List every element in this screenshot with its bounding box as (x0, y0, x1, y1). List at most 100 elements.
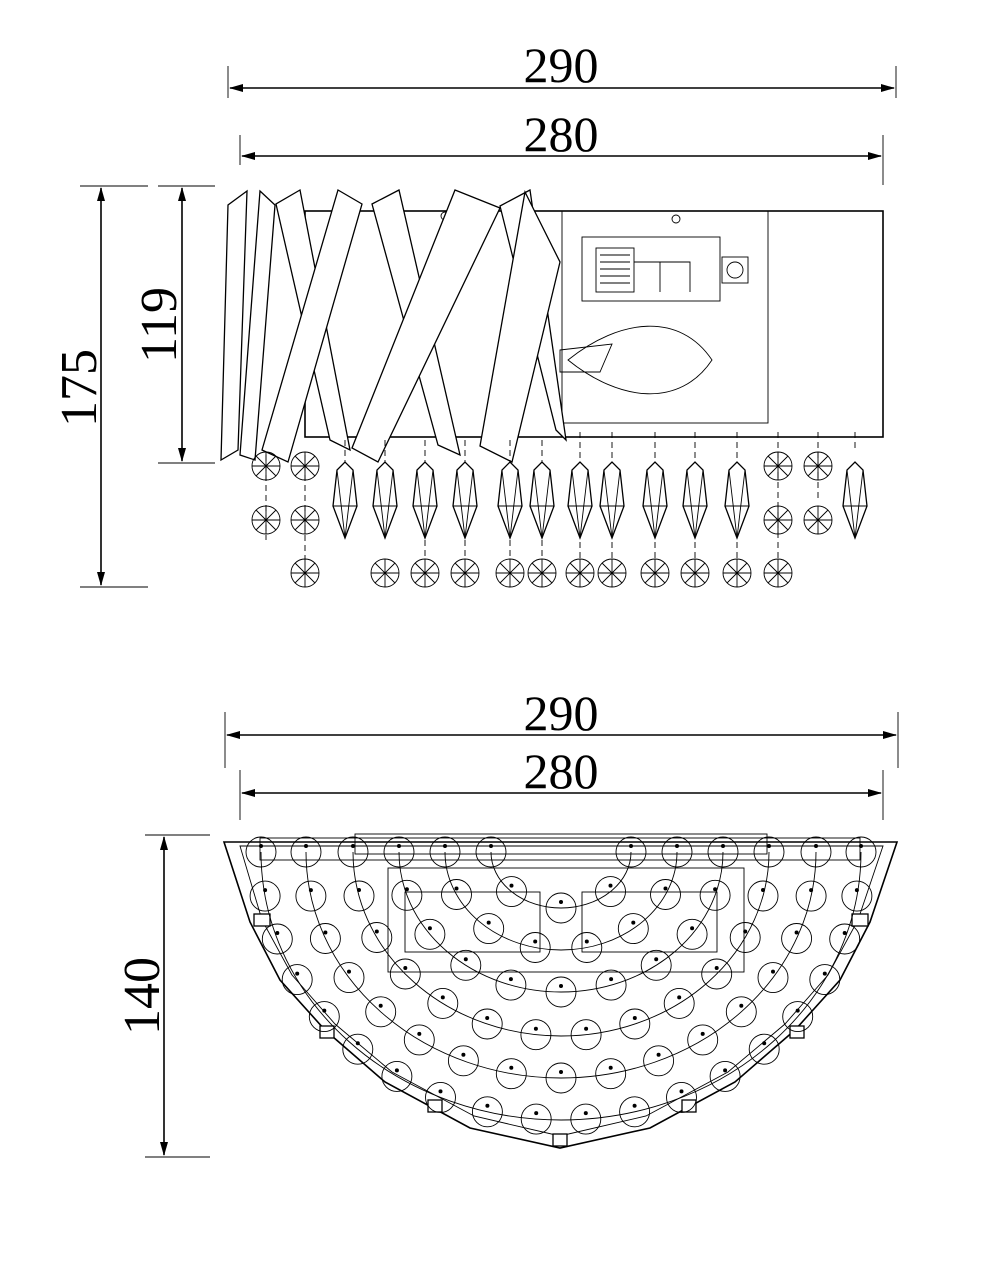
bead (450, 949, 482, 981)
bead-ring-wire (444, 851, 678, 951)
bead-hole (403, 966, 408, 970)
bead (295, 880, 327, 912)
bead-hole (814, 844, 818, 848)
bead-hole (443, 844, 447, 848)
top-view: 290 280 140 (114, 685, 899, 1158)
bead (403, 1024, 435, 1056)
bead-ring-wire (260, 851, 862, 1121)
bead-hole (629, 844, 633, 848)
bead (496, 876, 527, 908)
bead-hole (713, 887, 718, 892)
dim-label-280: 280 (524, 106, 599, 162)
dim-top-depth: 140 (114, 834, 210, 1158)
bead (447, 1045, 479, 1077)
dim-height-body: 119 (131, 185, 215, 464)
bead (570, 1103, 602, 1135)
bead-hole (440, 995, 445, 1000)
bead-ring-wire (352, 851, 770, 1037)
bead (471, 1096, 503, 1128)
bead-hole (397, 844, 401, 848)
bead (809, 964, 841, 996)
bead-hole (259, 844, 263, 848)
bead (782, 1001, 814, 1033)
bead-hole (663, 886, 668, 891)
bead-hole (631, 920, 636, 925)
bead-hole (394, 1068, 399, 1073)
bead (425, 1081, 456, 1113)
bead-hole (559, 1070, 563, 1074)
bead (281, 964, 313, 996)
bead-hole (533, 1026, 538, 1031)
bead-hole (509, 1065, 514, 1070)
bead-hole (295, 971, 300, 976)
bead (261, 923, 293, 955)
bead-hole (275, 931, 280, 935)
bead (343, 880, 375, 912)
bead-hole (609, 977, 614, 982)
bead-hole (347, 969, 351, 974)
dim-top-width-inner: 280 (239, 743, 884, 820)
bead (545, 892, 577, 924)
bead (841, 880, 873, 912)
bead-hole (675, 844, 679, 848)
bead (383, 836, 415, 868)
bead (429, 836, 461, 868)
bead (337, 836, 369, 868)
bead-hole (351, 844, 355, 848)
bead (643, 1045, 675, 1077)
bead-hole (489, 844, 493, 848)
bead (701, 958, 733, 990)
bead (545, 976, 577, 1008)
bead-hole (583, 1111, 588, 1116)
bead (676, 918, 708, 950)
bead (725, 996, 757, 1028)
bead-hole (608, 1065, 613, 1070)
bead-hole (795, 1008, 800, 1013)
bead (414, 918, 446, 950)
bead-hole (427, 926, 432, 931)
bead (617, 913, 649, 945)
bead (389, 958, 421, 990)
bead (619, 1008, 651, 1040)
bead-ring-wire (398, 851, 724, 993)
bead-hole (739, 1003, 744, 1008)
bead (650, 879, 681, 910)
bead (781, 923, 813, 954)
bead (571, 932, 603, 963)
bead-ring-wire (305, 851, 817, 1079)
bead-hole (304, 844, 308, 848)
bead-hole (677, 995, 682, 1000)
bead-hole (559, 900, 563, 904)
front-view: 290 280 175 119 (51, 37, 897, 588)
dim-top-width-outer: 290 (224, 685, 899, 768)
bead (495, 969, 527, 1001)
bead (595, 876, 626, 908)
bead-hole (632, 1103, 637, 1108)
bead-hole (454, 886, 459, 891)
bead (699, 879, 731, 911)
bead (800, 836, 832, 868)
bead-hole (463, 957, 468, 962)
bead-hole (721, 844, 725, 848)
bead (795, 880, 827, 912)
bead-hole (323, 930, 328, 935)
bead-hole (533, 939, 538, 944)
bead-hole (404, 887, 409, 892)
bead-hole (723, 1068, 728, 1073)
bead-hole (700, 1031, 705, 1036)
bead (687, 1024, 719, 1056)
bead-hole (374, 929, 379, 934)
bead-hole (438, 1089, 443, 1094)
bead (747, 880, 779, 912)
bead-hole (485, 1016, 490, 1020)
bead (290, 836, 322, 868)
bead (245, 836, 277, 868)
bead-hole (794, 930, 799, 935)
bead (661, 836, 693, 868)
bead-hole (743, 929, 748, 934)
bead (519, 932, 551, 963)
bead (308, 1001, 340, 1033)
dim-label-280-top: 280 (524, 743, 599, 799)
dim-label-290: 290 (524, 37, 599, 93)
